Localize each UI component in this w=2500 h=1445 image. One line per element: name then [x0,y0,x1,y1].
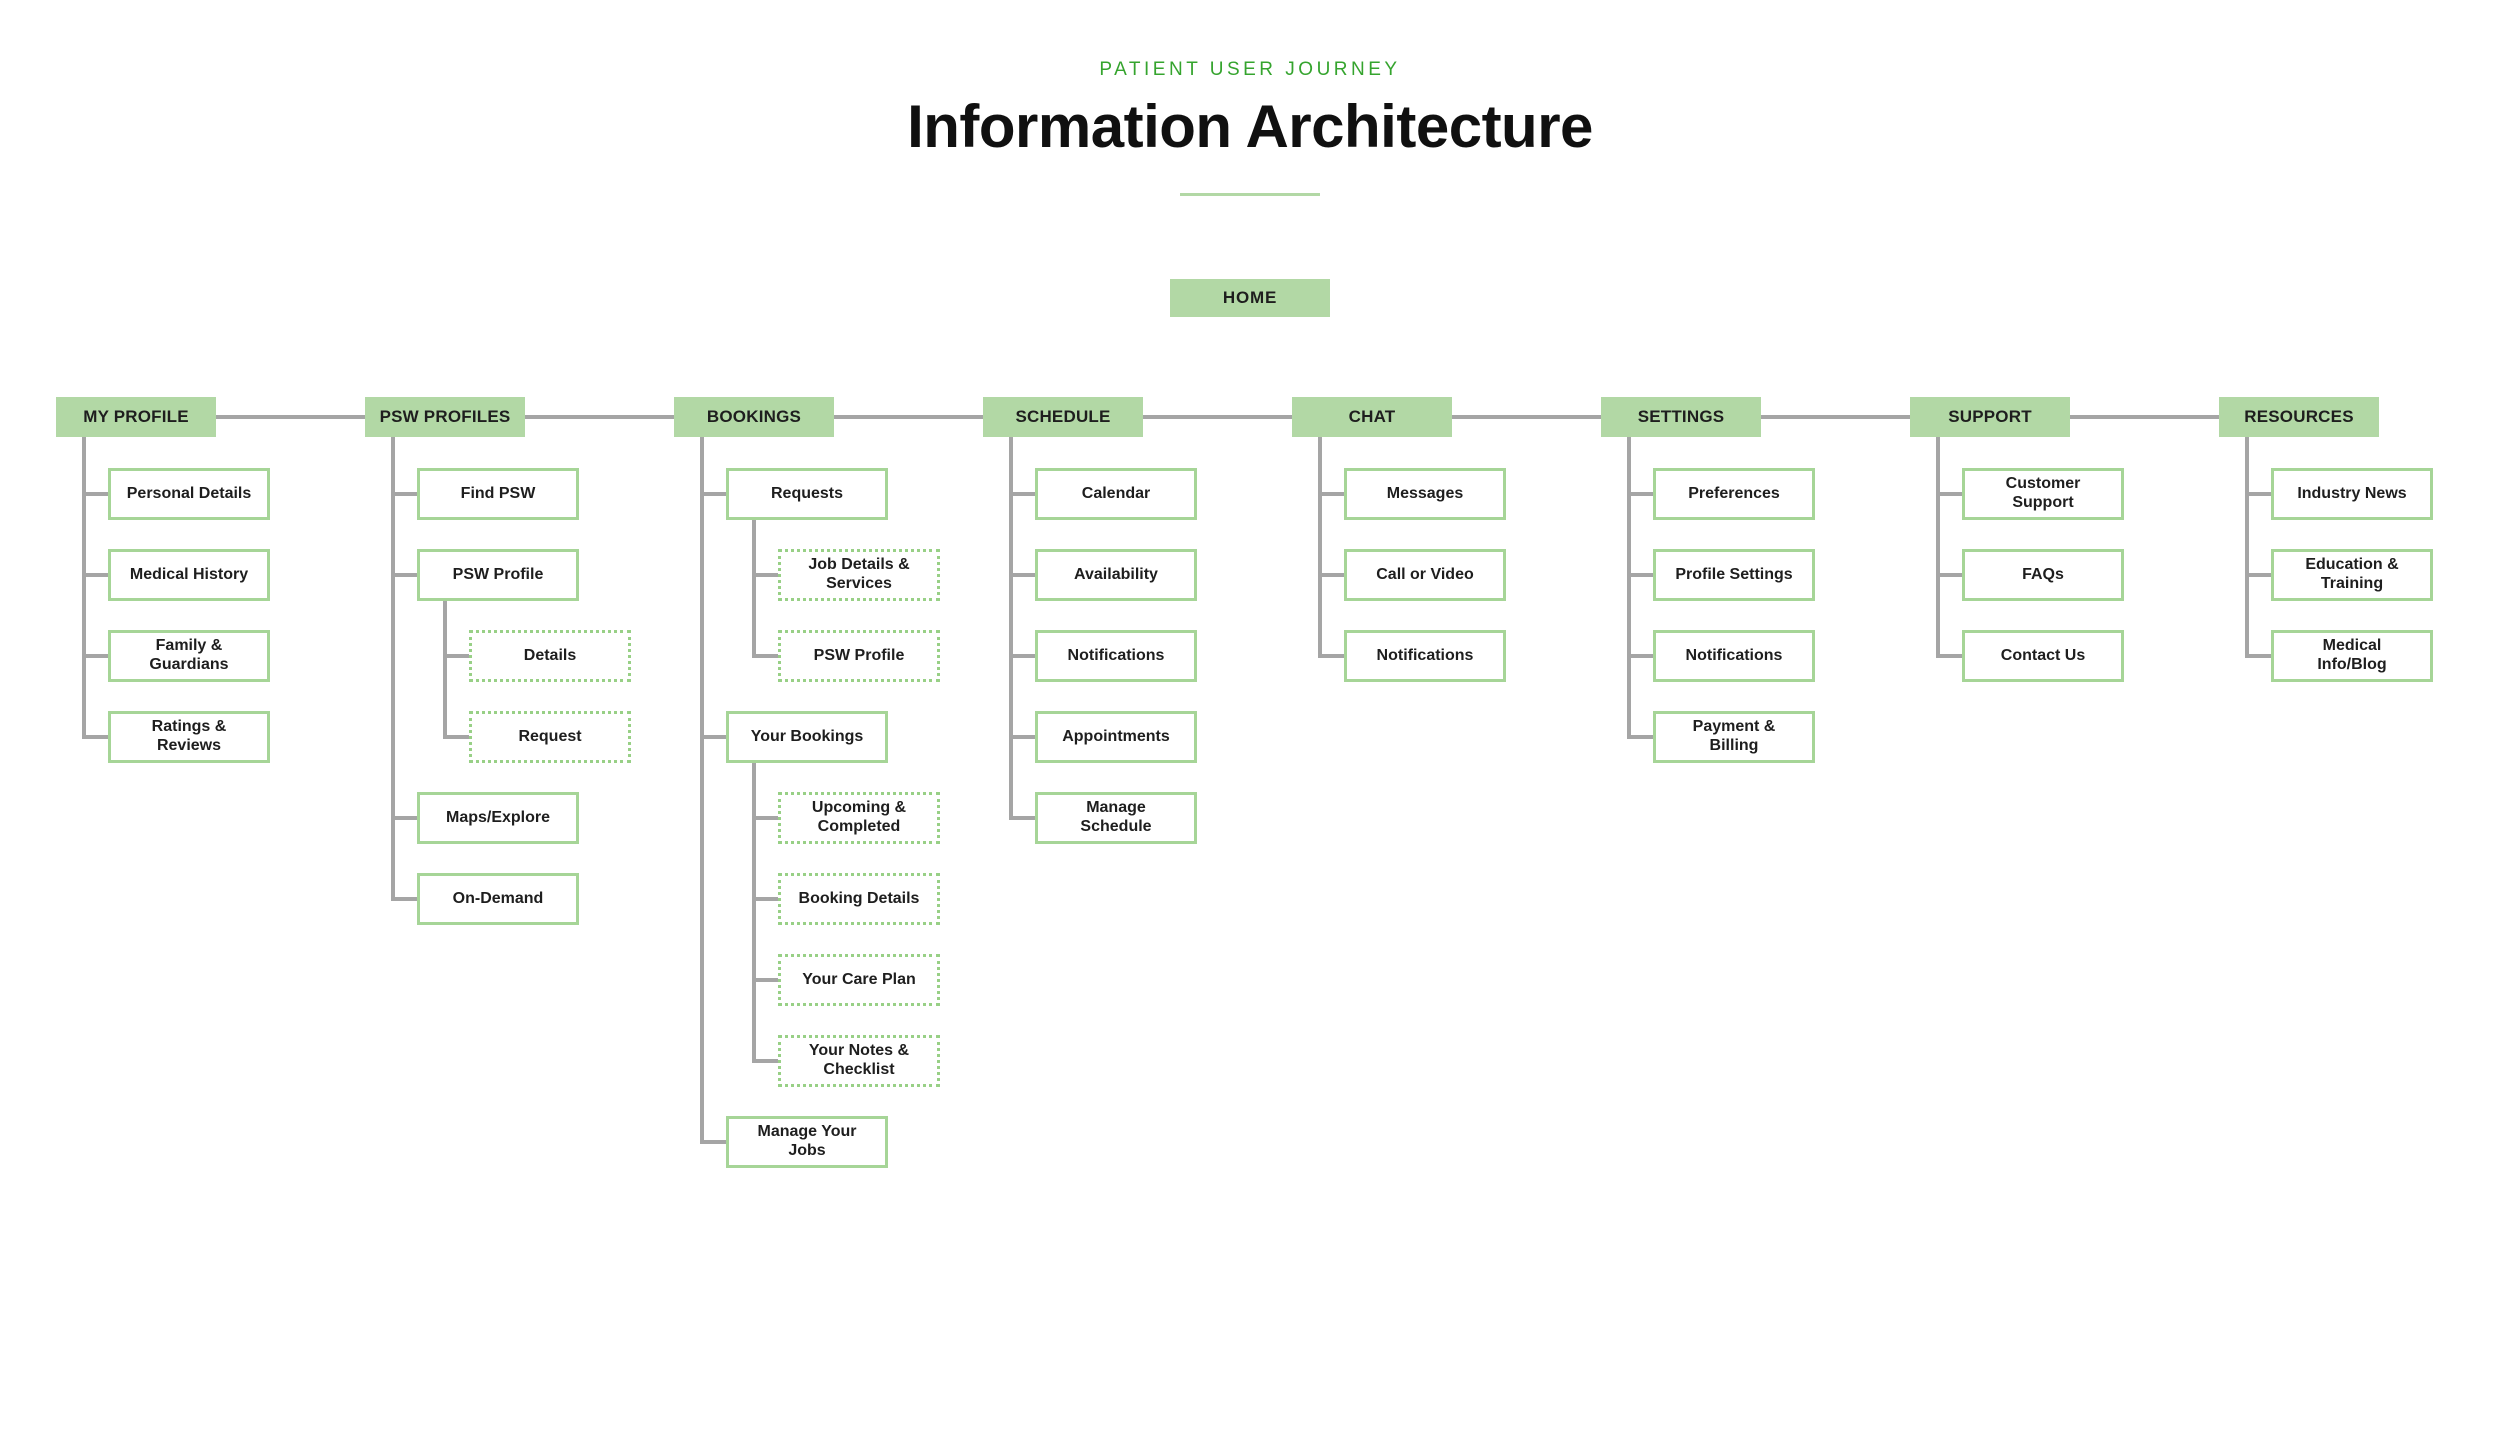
connector-trunk [1318,437,1322,658]
connector-stub [700,492,726,496]
connector-stub [1009,735,1035,739]
connector-stub [1627,735,1653,739]
connector-stub [2245,573,2271,577]
connector-branch-row [136,415,2299,419]
page-title: Information Architecture [907,93,1593,160]
branch-header-chat: CHAT [1292,397,1452,437]
connector-stub [2245,654,2271,658]
node-manage-your-jobs: Manage Your Jobs [726,1116,888,1168]
node-family-guardians: Family & Guardians [108,630,270,682]
connector-stub [82,573,108,577]
node-psw-profile: PSW Profile [778,630,940,682]
connector-stub [752,573,778,577]
connector-stub [82,492,108,496]
connector-stub [700,735,726,739]
connector-stub [1009,654,1035,658]
node-appointments: Appointments [1035,711,1197,763]
node-personal-details: Personal Details [108,468,270,520]
node-manage-schedule: Manage Schedule [1035,792,1197,844]
connector-stub [1009,573,1035,577]
node-your-care-plan: Your Care Plan [778,954,940,1006]
node-medical-info-blog: Medical Info/Blog [2271,630,2433,682]
node-calendar: Calendar [1035,468,1197,520]
node-ratings-reviews: Ratings & Reviews [108,711,270,763]
connector-stub [1318,492,1344,496]
connector-stub [1318,654,1344,658]
node-medical-history: Medical History [108,549,270,601]
connector-stub [82,735,108,739]
connector-stub [2245,492,2271,496]
connector-trunk [2245,437,2249,658]
connector-trunk [391,437,395,901]
node-find-psw: Find PSW [417,468,579,520]
connector-trunk [1009,437,1013,820]
node-home: HOME [1170,279,1330,317]
node-details: Details [469,630,631,682]
connector-trunk [1936,437,1940,658]
node-availability: Availability [1035,549,1197,601]
node-payment-billing: Payment & Billing [1653,711,1815,763]
connector-stub [752,978,778,982]
node-notifications: Notifications [1653,630,1815,682]
node-psw-profile: PSW Profile [417,549,579,601]
node-customer-support: Customer Support [1962,468,2124,520]
connector-stub [752,654,778,658]
branch-header-schedule: SCHEDULE [983,397,1143,437]
node-request: Request [469,711,631,763]
connector-trunk [700,437,704,1144]
node-maps-explore: Maps/Explore [417,792,579,844]
connector-stub [391,816,417,820]
connector-stub [443,654,469,658]
connector-stub [391,573,417,577]
node-booking-details: Booking Details [778,873,940,925]
connector-stub [1936,654,1962,658]
branch-header-support: SUPPORT [1910,397,2070,437]
node-your-notes-checklist: Your Notes & Checklist [778,1035,940,1087]
connector-stub [443,735,469,739]
node-call-or-video: Call or Video [1344,549,1506,601]
connector-subtrunk [752,520,756,658]
connector-stub [1936,573,1962,577]
connector-stub [391,492,417,496]
connector-stub [1936,492,1962,496]
connector-trunk [1627,437,1631,739]
connector-stub [752,897,778,901]
node-messages: Messages [1344,468,1506,520]
node-your-bookings: Your Bookings [726,711,888,763]
node-profile-settings: Profile Settings [1653,549,1815,601]
connector-stub [1627,654,1653,658]
connector-trunk [82,437,86,739]
branch-header-resources: RESOURCES [2219,397,2379,437]
branch-header-bookings: BOOKINGS [674,397,834,437]
node-faqs: FAQs [1962,549,2124,601]
branch-header-psw-profiles: PSW PROFILES [365,397,525,437]
connector-stub [752,1059,778,1063]
node-notifications: Notifications [1344,630,1506,682]
connector-subtrunk [443,601,447,739]
connector-subtrunk [752,763,756,1063]
connector-stub [1627,573,1653,577]
connector-stub [1009,492,1035,496]
node-on-demand: On-Demand [417,873,579,925]
node-preferences: Preferences [1653,468,1815,520]
title-underline [1180,193,1320,196]
connector-stub [752,816,778,820]
node-education-training: Education & Training [2271,549,2433,601]
connector-stub [82,654,108,658]
connector-stub [700,1140,726,1144]
connector-stub [1627,492,1653,496]
branch-header-settings: SETTINGS [1601,397,1761,437]
diagram-eyebrow: PATIENT USER JOURNEY [1099,59,1401,80]
branch-header-my-profile: MY PROFILE [56,397,216,437]
node-upcoming-completed: Upcoming & Completed [778,792,940,844]
node-contact-us: Contact Us [1962,630,2124,682]
connector-stub [1009,816,1035,820]
node-notifications: Notifications [1035,630,1197,682]
connector-stub [1318,573,1344,577]
node-job-details-services: Job Details & Services [778,549,940,601]
connector-stub [391,897,417,901]
node-industry-news: Industry News [2271,468,2433,520]
node-requests: Requests [726,468,888,520]
